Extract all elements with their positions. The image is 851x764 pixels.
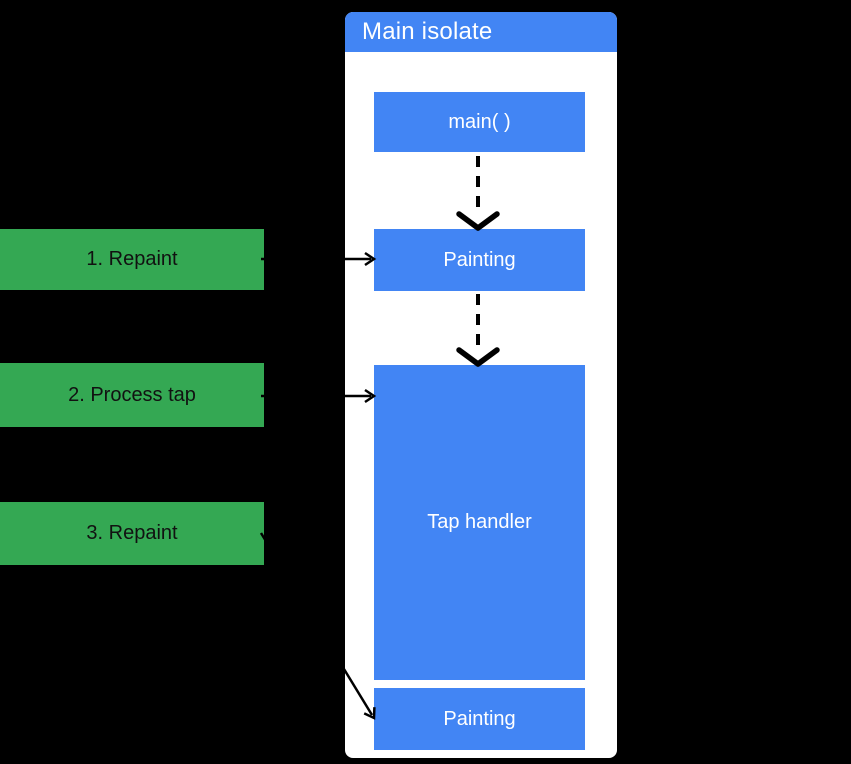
node-main: main( ): [374, 92, 585, 152]
event-label-text: 3. Repaint: [86, 522, 178, 544]
node-painting-2: Painting: [374, 688, 585, 750]
node-label: main( ): [448, 110, 511, 133]
node-label: Painting: [443, 707, 516, 730]
event-label-text: 1. Repaint: [86, 248, 178, 270]
event-label-repaint-1: 1. Repaint: [0, 229, 264, 290]
node-painting-1: Painting: [374, 229, 585, 291]
node-label: Painting: [443, 248, 516, 271]
event-label-process-tap: 2. Process tap: [0, 363, 264, 427]
main-isolate-header: Main isolate: [345, 12, 617, 52]
node-label: Tap handler: [427, 511, 532, 533]
panel-title: Main isolate: [362, 18, 493, 45]
event-label-repaint-3: 3. Repaint: [0, 502, 264, 565]
node-tap-handler: Tap handler: [374, 365, 585, 680]
event-label-text: 2. Process tap: [68, 383, 196, 406]
